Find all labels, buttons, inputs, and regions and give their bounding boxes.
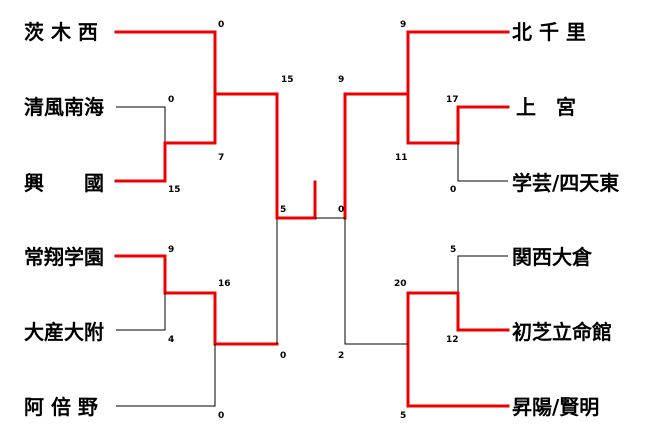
line-right-semi-top [343,92,410,220]
team-left-6: 阿 倍 野 [24,395,98,419]
score-left-r2-bottom: 7 [218,153,224,163]
line-left-team4 [114,254,217,295]
line-right-semi-bottom [344,218,408,345]
team-right-4: 関西大倉 [512,245,593,269]
team-right-1: 北 千 里 [512,20,586,44]
team-left-4: 常翔学園 [24,245,104,269]
team-left-5: 大産大附 [24,320,104,344]
score-right-r2b-bottom: 5 [400,411,406,421]
score-left-r1-bottom: 15 [168,185,181,195]
score-right-final-lower: 2 [338,351,344,361]
line-left-team6 [116,344,216,407]
score-right-semi-top: 9 [338,75,344,85]
line-right-team5 [406,291,510,332]
team-left-3: 興 國 [24,171,104,195]
score-left-r1b-bottom: 4 [168,335,174,345]
team-right-6: 昇陽/賢明 [512,395,599,419]
team-right-3: 学芸/四天東 [512,171,619,195]
line-left-r2b-winner [213,291,279,346]
score-left-r1-top: 0 [168,95,174,105]
score-left-final-lower: 0 [280,351,286,361]
team-right-2: 上 宮 [516,95,576,119]
score-right-r2-bottom: 11 [395,153,408,163]
line-left-semi-top [213,92,279,220]
score-right-r2-top: 9 [400,20,406,30]
line-right-team1 [406,30,510,96]
score-right-r1-top: 17 [446,95,459,105]
line-left-team5 [116,293,166,331]
line-left-team1 [114,30,217,96]
score-right-r1-bottom: 0 [450,185,456,195]
score-left-semi-bottom: 5 [280,205,286,215]
line-right-team6 [406,342,510,408]
line-left-team3 [114,92,217,183]
score-right-r2b-top: 20 [394,279,407,289]
line-left-team2 [116,106,166,143]
line-right-team3 [457,143,508,182]
score-right-semi-bottom: 0 [338,205,344,215]
score-right-r1b-top: 5 [450,245,456,255]
score-left-r2b-top: 16 [218,279,231,289]
team-left-1: 茨 木 西 [24,20,98,44]
score-right-r1b-bottom: 12 [446,335,459,345]
score-left-r2-top: 0 [218,20,224,30]
line-right-team4 [457,255,508,293]
score-left-r1b-top: 9 [168,245,174,255]
team-right-5: 初芝立命館 [512,320,612,344]
score-left-r2b-bottom: 0 [218,411,224,421]
score-left-semi-top: 15 [281,75,294,85]
team-left-2: 清風南海 [24,95,104,119]
